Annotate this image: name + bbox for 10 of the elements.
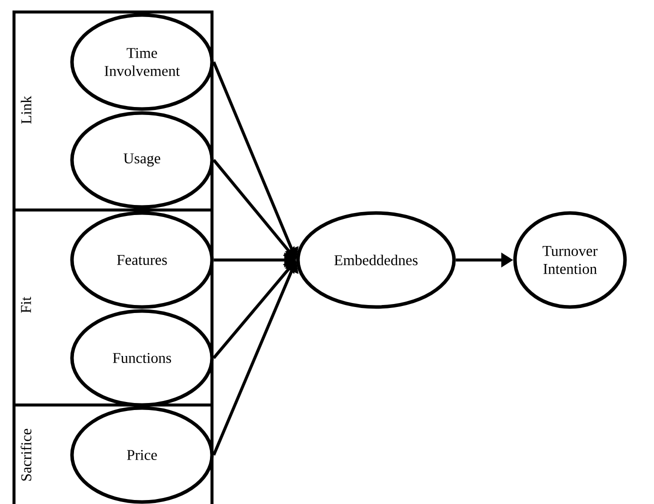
- ellipse-node: Turnover Intention: [513, 211, 627, 309]
- ellipse-node: Features: [70, 211, 214, 309]
- group-label: Sacrifice: [20, 428, 32, 481]
- ellipse-node: Functions: [70, 309, 214, 407]
- group-label: Link: [20, 96, 32, 124]
- group-label: Fit: [20, 296, 32, 313]
- ellipse-node: Time Involvement: [70, 13, 214, 111]
- ellipse-node: Price: [70, 406, 214, 504]
- ellipse-node: Usage: [70, 111, 214, 209]
- ellipse-node: Embeddednes: [296, 211, 456, 309]
